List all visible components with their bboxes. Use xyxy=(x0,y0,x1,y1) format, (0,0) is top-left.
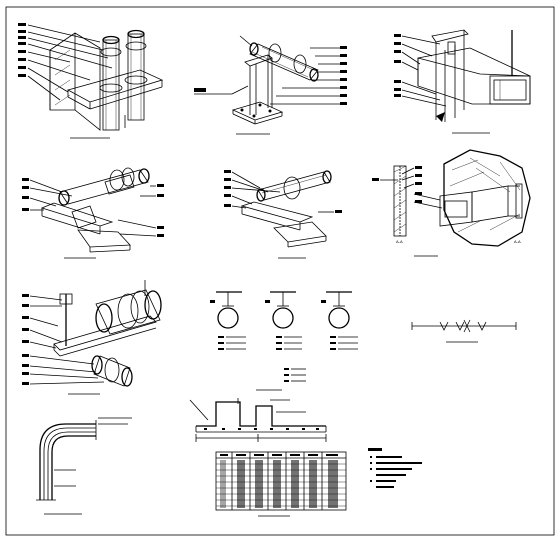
detail-8-pipe-clamps xyxy=(210,291,358,391)
detail-6-duct-wall-section: A-A A-A xyxy=(372,149,531,257)
detail-2-floor-bracket xyxy=(194,35,347,135)
clamp-2 xyxy=(265,291,296,329)
section-tag-b: A-A xyxy=(514,239,521,244)
clamp-1 xyxy=(210,291,242,329)
sheet-border xyxy=(5,6,555,536)
detail-11-elbow xyxy=(36,417,132,515)
detail-5-pipe-on-beam xyxy=(224,170,342,259)
detail-7-branch-pipes xyxy=(22,280,162,395)
clamp-3 xyxy=(321,291,352,329)
detail-10-floor-section xyxy=(189,398,327,442)
detail-1-riser-support xyxy=(18,23,164,139)
detail-3-duct-penetration xyxy=(394,29,531,134)
section-tag-a: A-A xyxy=(396,239,403,244)
detail-4-insulated-pipe-beam xyxy=(22,167,164,259)
detail-13-general-notes xyxy=(368,448,422,488)
detail-12-schedule-table xyxy=(215,451,347,517)
detail-9-pipe-fittings xyxy=(411,319,517,343)
